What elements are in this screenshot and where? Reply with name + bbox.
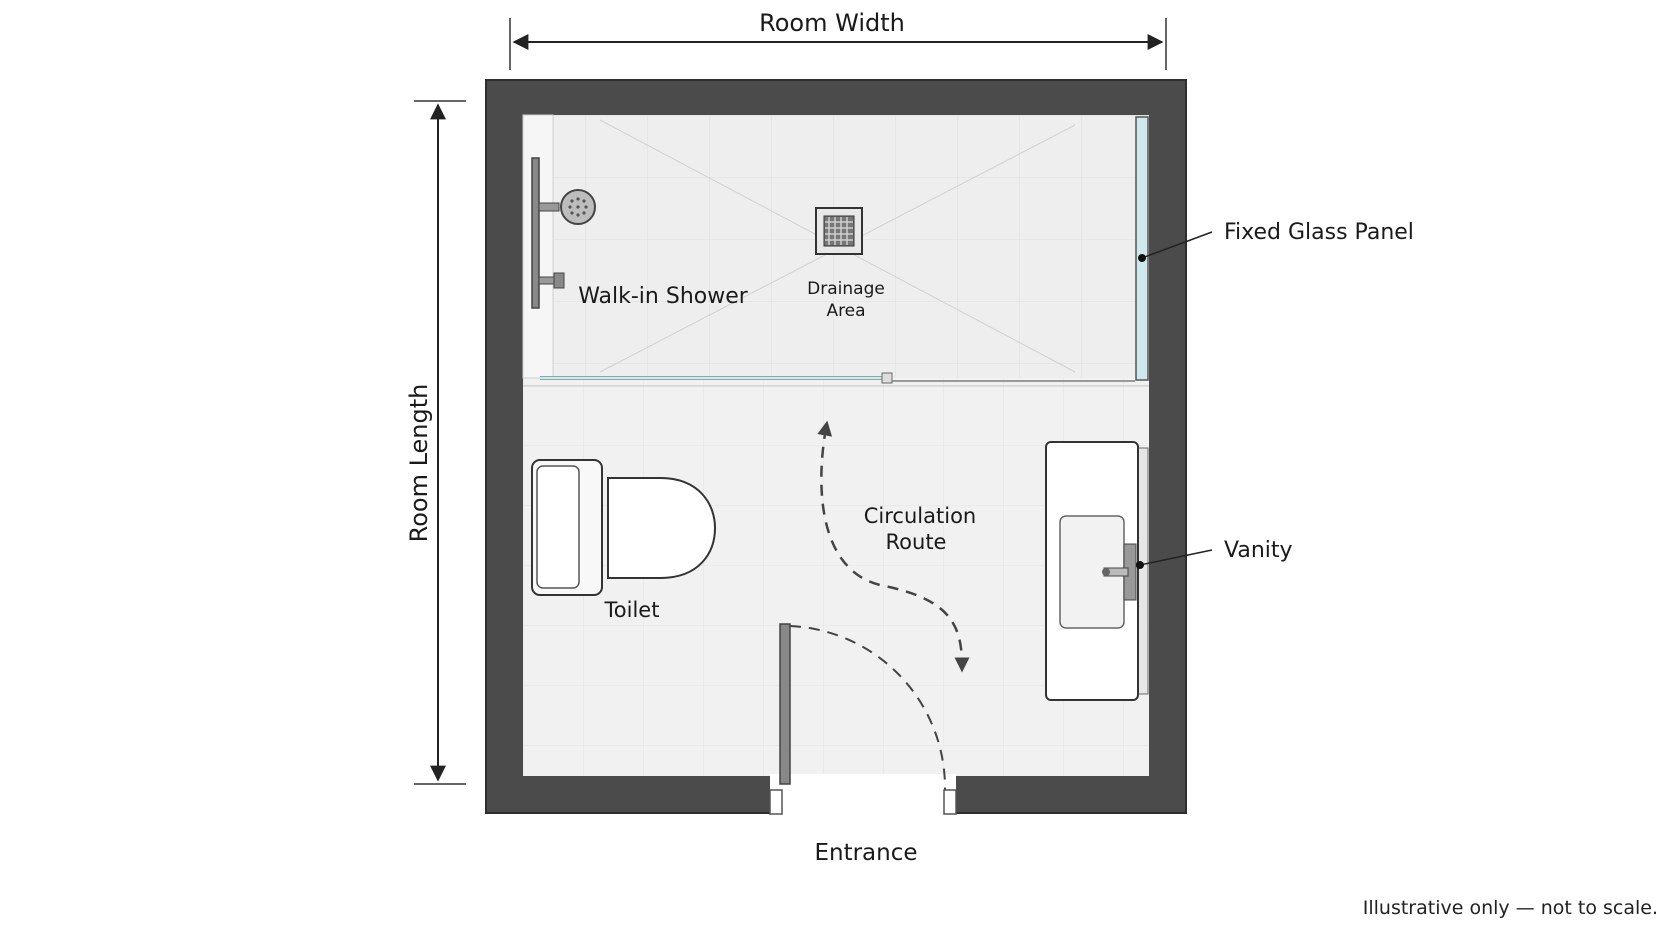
- glass-panel-leader: [1138, 231, 1213, 262]
- shower-label: Walk-in Shower: [578, 284, 749, 309]
- toilet-label: Toilet: [604, 598, 660, 622]
- vanity-sink-icon: [1045, 441, 1149, 701]
- entrance-label: Entrance: [814, 840, 917, 866]
- drainage-label-line1: Drainage: [807, 279, 885, 299]
- toilet-icon: [531, 459, 717, 596]
- vanity-leader: [1136, 549, 1213, 569]
- drain-grate-icon: [815, 207, 863, 255]
- door-swing-icon: [779, 623, 947, 791]
- room-width-label: Room Width: [759, 9, 905, 37]
- circulation-label-line1: Circulation: [864, 504, 976, 528]
- scale-disclaimer: Illustrative only — not to scale.: [1362, 897, 1658, 919]
- drainage-label-line2: Area: [826, 301, 865, 321]
- room-length-label: Room Length: [405, 384, 433, 543]
- fixed-glass-panel: [1135, 116, 1149, 381]
- circulation-label-line2: Route: [886, 530, 947, 554]
- glass-panel-label: Fixed Glass Panel: [1224, 220, 1414, 245]
- width-dimension: [509, 18, 1167, 70]
- length-dimension: [414, 100, 466, 785]
- circulation-arrow-icon: [817, 420, 970, 673]
- shower-head-icon: [531, 157, 596, 309]
- vanity-label: Vanity: [1224, 538, 1293, 563]
